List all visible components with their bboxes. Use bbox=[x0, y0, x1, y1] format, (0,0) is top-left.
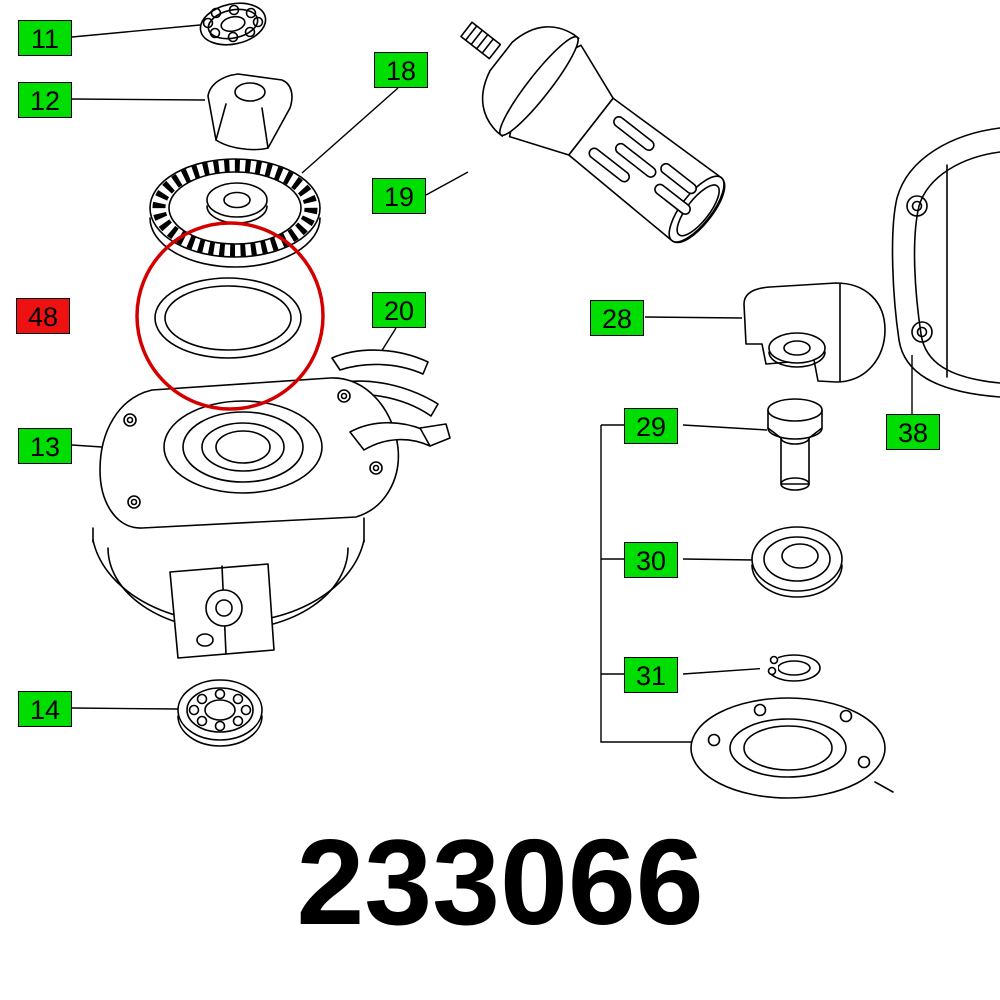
part-label-19[interactable]: 19 bbox=[372, 178, 426, 214]
part-number: 233066 bbox=[296, 814, 704, 950]
stepped-pin-drawing bbox=[767, 398, 823, 491]
part-label-28[interactable]: 28 bbox=[590, 300, 644, 336]
part-label-20[interactable]: 20 bbox=[372, 292, 426, 328]
highlight-circle bbox=[135, 221, 325, 411]
bearing-top-drawing bbox=[199, 2, 267, 46]
part-label-48-selected[interactable]: 48 bbox=[16, 298, 70, 334]
part-label-12[interactable]: 12 bbox=[18, 82, 72, 118]
coupling-block-drawing bbox=[207, 73, 293, 151]
part-label-29[interactable]: 29 bbox=[624, 408, 678, 444]
clamp-piece-drawing bbox=[743, 282, 886, 383]
part-label-30[interactable]: 30 bbox=[624, 542, 678, 578]
bearing-bottom-drawing bbox=[177, 679, 263, 747]
retaining-ring-drawing bbox=[760, 654, 821, 682]
part-label-31[interactable]: 31 bbox=[624, 657, 678, 693]
motor-housing-drawing bbox=[891, 127, 1000, 398]
part-label-18[interactable]: 18 bbox=[374, 52, 428, 88]
o-ring-drawing bbox=[154, 277, 302, 359]
part-label-14[interactable]: 14 bbox=[18, 691, 72, 727]
leader-lines bbox=[71, 24, 913, 743]
part-label-11[interactable]: 11 bbox=[18, 20, 72, 56]
flange-cover-drawing bbox=[690, 697, 894, 799]
gearbox-housing-drawing bbox=[92, 377, 451, 659]
part-label-38[interactable]: 38 bbox=[886, 414, 940, 450]
side-handle-drawing bbox=[460, 21, 726, 244]
bearing-middle-drawing bbox=[751, 526, 843, 598]
part-label-13[interactable]: 13 bbox=[18, 428, 72, 464]
